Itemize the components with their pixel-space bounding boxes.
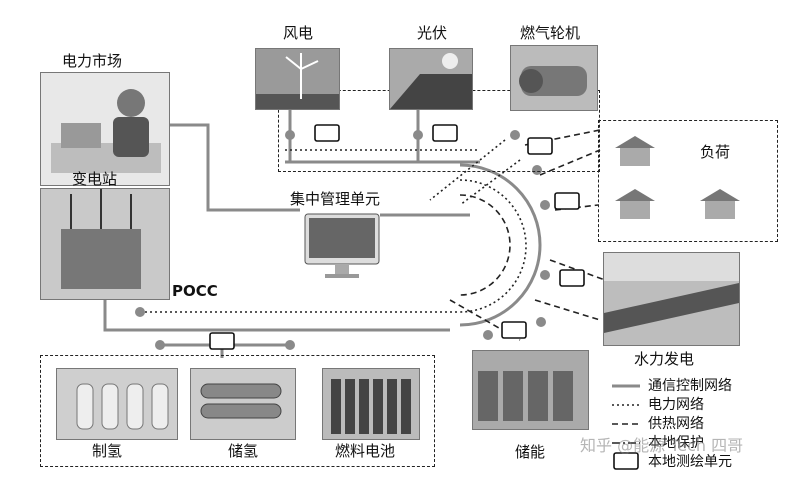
label-fuel-cell: 燃料电池 xyxy=(335,442,396,460)
house-2-image xyxy=(610,185,660,221)
substation-image xyxy=(40,188,170,300)
h2-storage-image xyxy=(190,368,296,440)
central-unit-image xyxy=(303,212,381,282)
pv-image xyxy=(389,48,473,110)
label-load: 负荷 xyxy=(700,143,731,161)
house-3-image xyxy=(695,185,745,221)
watermark: 知乎 @能源 Tech 四哥 xyxy=(580,436,744,455)
legend-measure-unit: 本地测绘单元 xyxy=(648,454,732,470)
load-box xyxy=(598,120,778,242)
label-central-unit: 集中管理单元 xyxy=(290,190,381,208)
power-market-image xyxy=(40,72,170,186)
legend-comm: 通信控制网络 xyxy=(648,378,732,394)
label-substation: 变电站 xyxy=(72,170,118,188)
label-gas-turbine: 燃气轮机 xyxy=(520,24,581,42)
label-power-market: 电力市场 xyxy=(62,52,123,70)
wind-image xyxy=(255,48,340,110)
label-pv: 光伏 xyxy=(417,24,448,42)
legend-power: 电力网络 xyxy=(648,397,704,413)
gas-turbine-image xyxy=(510,45,598,111)
label-pocc: POCC xyxy=(172,282,218,300)
storage-image xyxy=(472,350,589,430)
label-h2-production: 制氢 xyxy=(92,442,123,460)
fuel-cell-image xyxy=(322,368,420,440)
hydro-image xyxy=(603,252,740,346)
label-h2-storage: 储氢 xyxy=(228,442,259,460)
label-hydro: 水力发电 xyxy=(634,350,695,368)
h2-production-image xyxy=(56,368,178,440)
house-1-image xyxy=(610,132,660,168)
hydrogen-box xyxy=(40,355,435,467)
label-storage: 储能 xyxy=(515,443,546,461)
label-wind: 风电 xyxy=(283,24,314,42)
legend-heat: 供热网络 xyxy=(648,416,704,432)
legend-protection: 本地保护 xyxy=(648,435,704,451)
